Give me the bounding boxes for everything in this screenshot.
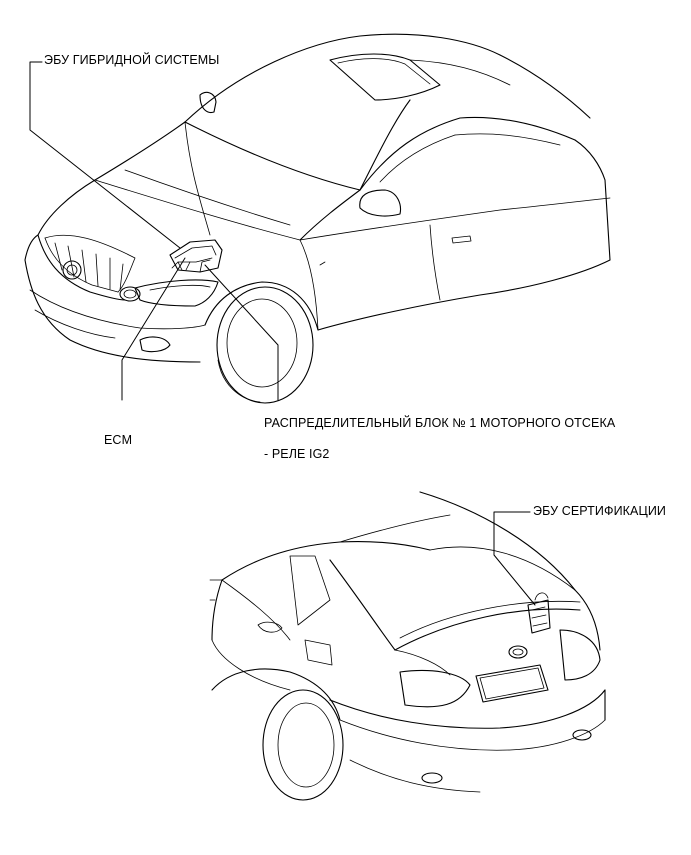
rear-car-bumper xyxy=(329,689,606,729)
front-car-sunroof xyxy=(329,53,441,101)
front-car-bumper xyxy=(24,259,201,363)
leader-ecm xyxy=(121,257,186,401)
rear-car-rear-window-right xyxy=(419,491,576,591)
label-cert-ecu: ЭБУ СЕРТИФИКАЦИИ xyxy=(533,504,666,518)
rear-car-side-window xyxy=(289,555,331,626)
rear-car-wheel xyxy=(262,689,344,801)
hybrid-ecu-component xyxy=(169,239,223,273)
front-car-hood-front xyxy=(37,179,96,236)
rear-car-roof xyxy=(221,541,431,581)
rear-car-fuel-door xyxy=(304,639,333,666)
rear-car-emblem xyxy=(508,645,528,659)
front-car-left-mirror xyxy=(199,91,217,114)
front-car-fog-light-upper xyxy=(119,286,141,302)
label-relay-block: РАСПРЕДЕЛИТЕЛЬНЫЙ БЛОК № 1 МОТОРНОГО ОТС… xyxy=(264,416,616,430)
rear-car-tail-light-right xyxy=(559,629,601,681)
front-car-a-pillar xyxy=(359,99,411,191)
rear-car-exhaust-left xyxy=(421,772,443,784)
front-car-fog-light xyxy=(139,336,171,353)
rear-car-license-plate xyxy=(475,664,549,703)
cert-ecu-component xyxy=(527,599,551,634)
leader-hybrid-ecu xyxy=(29,61,181,249)
front-car-hood-edge xyxy=(94,121,186,181)
rear-car-c-pillar xyxy=(329,559,396,651)
front-car-door-handle xyxy=(451,235,472,244)
label-hybrid-ecu: ЭБУ ГИБРИДНОЙ СИСТЕМЫ xyxy=(44,53,220,67)
label-ecm: ECM xyxy=(104,433,133,447)
rear-car-door-handle xyxy=(257,621,283,633)
label-relay-ig2: - РЕЛЕ IG2 xyxy=(264,447,330,461)
front-car-roof-line xyxy=(184,33,501,123)
rear-car-wheel-arch xyxy=(211,668,341,721)
front-car-wheel-arch xyxy=(204,281,319,331)
rear-car-tail-light-left xyxy=(399,669,471,708)
leader-relay-block xyxy=(204,264,279,401)
rear-car-trunk-edge xyxy=(394,608,581,651)
front-car-emblem xyxy=(62,260,82,280)
front-car-wheel xyxy=(216,286,314,404)
front-car-side-mirror xyxy=(359,189,402,217)
rear-car-exhaust-right xyxy=(572,729,592,741)
front-car-side-window xyxy=(359,116,576,191)
front-car-headlight xyxy=(134,279,219,307)
front-car-sill xyxy=(317,259,611,331)
front-car-grille-outline xyxy=(37,234,126,301)
leader-cert-ecu xyxy=(493,511,536,606)
